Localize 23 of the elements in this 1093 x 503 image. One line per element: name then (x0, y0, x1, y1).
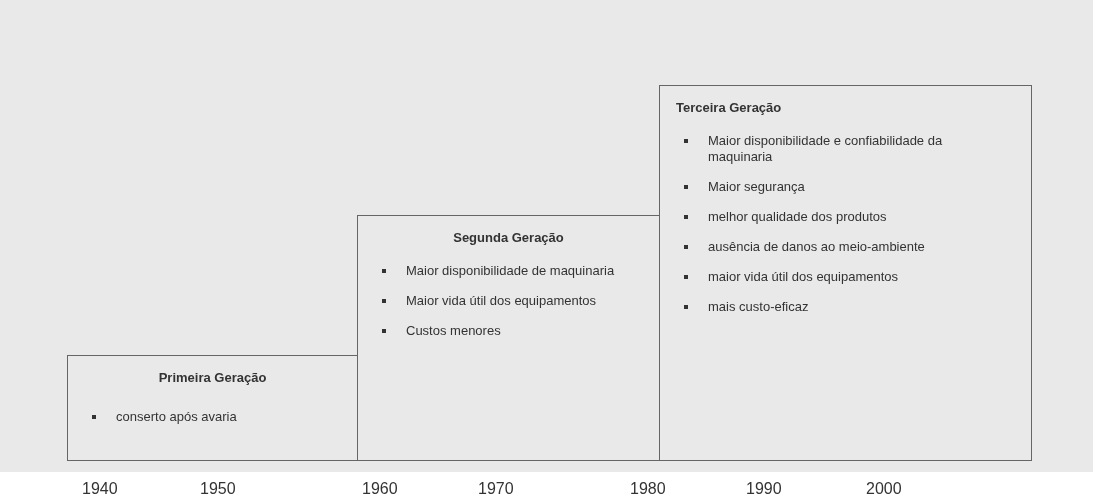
bullet-text: mais custo-eficaz (708, 299, 809, 314)
year-label: 1940 (82, 480, 118, 498)
bullet-text: Custos menores (406, 323, 501, 338)
generation-box (659, 85, 1032, 461)
year-label: 1950 (200, 480, 236, 498)
generation-box (67, 355, 358, 461)
year-label: 1970 (478, 480, 514, 498)
bullet-text: Maior vida útil dos equipamentos (406, 293, 597, 308)
generation-heading: Primeira Geração (157, 370, 268, 385)
bullet-text: conserto após avaria (116, 409, 237, 424)
bullet-text: melhor qualidade dos produtos (708, 209, 887, 224)
bullet-text: Maior segurança (708, 179, 805, 194)
year-label: 1980 (630, 480, 666, 498)
generation-heading: Segunda Geração (452, 230, 565, 245)
year-label: 1960 (362, 480, 398, 498)
bullet-text: Maior disponibilidade de maquinaria (406, 263, 615, 278)
bullet-text: maior vida útil dos equipamentos (708, 269, 899, 284)
bullet-text: ausência de danos ao meio-ambiente (708, 239, 925, 254)
generation-box (357, 215, 660, 461)
year-label: 1990 (746, 480, 782, 498)
bullet-text: Maior disponibilidade e confiabilidade da maquinaria (708, 133, 943, 164)
generation-heading: Terceira Geração (675, 100, 783, 115)
year-label: 2000 (866, 480, 902, 498)
